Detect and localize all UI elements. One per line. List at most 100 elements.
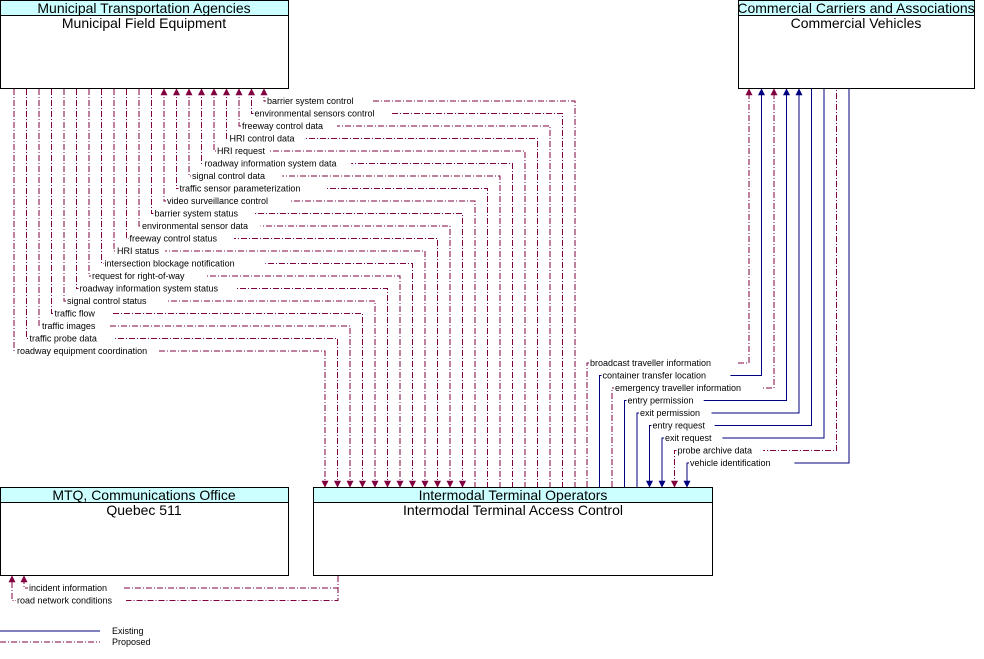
flow-line-environmental-sensor-data[interactable] [138,89,454,488]
flow-label-probe-archive-data: probe archive data [678,446,753,456]
flow-label-entry-permission: entry permission [628,396,694,406]
flow-label-hri-status: HRI status [117,246,160,256]
flow-label-bg-request-for-right-of-way [91,271,206,281]
box-name-mtq: Quebec 511 [106,502,181,518]
flow-label-video-surveillance-control: video surveillance control [167,196,268,206]
box-header-municipal: Municipal Transportation Agencies [37,0,250,16]
flow-label-traffic-sensor-parameterization: traffic sensor parameterization [180,184,301,194]
flow-label-bg-freeway-control-data [241,121,337,131]
flow-line-exit-request[interactable] [658,89,825,488]
flow-label-environmental-sensor-data: environmental sensor data [142,221,248,231]
flow-label-bg-vehicle-identification [689,458,795,468]
flow-label-bg-signal-control-data [191,171,283,181]
box-commercial-vehicles[interactable]: Commercial Carriers and Associations Com… [737,0,975,89]
flow-line-entry-request[interactable] [646,89,812,488]
flow-label-bg-hri-status [116,246,165,256]
flow-label-bg-roadway-information-system-data [203,158,352,169]
flow-line-entry-permission[interactable] [624,88,790,487]
flow-label-bg-traffic-images [41,321,109,331]
flow-label-roadway-equipment-coordination: roadway equipment coordination [17,346,147,356]
flow-label-bg-barrier-system-control [266,96,372,106]
flow-line-roadway-equipment-coordination[interactable] [13,89,329,488]
flow-line-signal-control-data[interactable] [185,88,501,487]
flow-label-emergency-traveller-information: emergency traveller information [615,383,741,393]
box-name-municipal: Municipal Field Equipment [62,15,226,31]
flow-line-road-network-conditions[interactable] [8,575,339,601]
flow-line-video-surveillance-control[interactable] [160,88,476,487]
flow-label-bg-entry-request [651,420,715,431]
flow-label-roadway-information-system-status: roadway information system status [80,284,219,294]
flow-label-request-for-right-of-way: request for right-of-way [92,271,185,281]
flow-line-broadcast-traveller-information[interactable] [586,88,753,487]
flow-label-traffic-flow: traffic flow [55,309,96,319]
legend-existing-label: Existing [112,626,144,636]
legend-proposed-label: Proposed [112,637,151,647]
flow-label-barrier-system-control: barrier system control [267,96,354,106]
flow-line-barrier-system-control[interactable] [260,88,576,487]
flow-label-bg-environmental-sensors-control [253,108,392,119]
legend: Existing Proposed [0,626,151,647]
flow-label-hri-control-data: HRI control data [230,134,295,144]
flow-label-entry-request: entry request [653,421,706,431]
flow-label-bg-road-network-conditions [16,595,127,606]
flow-line-barrier-system-status[interactable] [151,89,466,488]
flow-line-traffic-probe-data[interactable] [26,89,341,488]
flow-label-bg-container-transfer-location [601,370,731,381]
flow-label-barrier-system-status: barrier system status [155,209,239,219]
flows-layer: barrier system control environmental sens… [8,88,850,606]
flow-label-broadcast-traveller-information: broadcast traveller information [590,358,711,368]
flow-label-bg-emergency-traveller-information [614,383,762,393]
flow-label-vehicle-identification: vehicle identification [690,458,771,468]
flow-line-traffic-sensor-parameterization[interactable] [173,88,488,487]
flow-label-bg-hri-request [216,146,270,156]
flow-label-bg-signal-control-status [66,296,167,306]
flow-label-freeway-control-data: freeway control data [242,121,323,131]
flow-label-bg-probe-archive-data [676,445,764,456]
box-header-commercial: Commercial Carriers and Associations [737,0,974,16]
box-municipal-field-equipment[interactable]: Municipal Transportation Agencies Munici… [0,0,289,89]
flow-label-environmental-sensors-control: environmental sensors control [255,109,375,119]
flow-label-bg-traffic-probe-data [28,333,116,344]
flow-label-bg-exit-permission [639,408,712,418]
flow-line-traffic-images[interactable] [38,89,354,488]
flow-label-hri-request: HRI request [217,146,266,156]
flow-label-bg-traffic-flow [53,308,112,319]
flow-line-environmental-sensors-control[interactable] [248,88,563,487]
flow-label-signal-control-data: signal control data [192,171,265,181]
flow-label-bg-broadcast-traveller-information [589,358,737,368]
box-name-intermodal: Intermodal Terminal Access Control [403,502,623,518]
flow-label-freeway-control-status: freeway control status [130,234,218,244]
flow-label-bg-barrier-system-status [153,208,255,219]
flow-label-signal-control-status: signal control status [67,296,147,306]
flow-label-bg-roadway-equipment-coordination [16,346,159,356]
flow-line-roadway-information-system-data[interactable] [198,88,513,487]
box-quebec-511[interactable]: MTQ, Communications Office Quebec 511 [0,487,289,576]
flow-label-bg-video-surveillance-control [166,196,291,206]
flow-label-bg-entry-permission [626,395,704,406]
flow-line-exit-permission[interactable] [636,88,803,487]
flow-label-container-transfer-location: container transfer location [603,371,707,381]
flow-label-intersection-blockage-notification: intersection blockage notification [105,259,235,269]
flow-line-request-for-right-of-way[interactable] [88,89,404,488]
flow-label-bg-traffic-sensor-parameterization [178,183,327,194]
flow-line-freeway-control-data[interactable] [235,88,551,487]
flow-label-bg-intersection-blockage-notification [103,258,266,269]
flow-label-roadway-information-system-data: roadway information system data [205,159,337,169]
flow-label-bg-hri-control-data [228,133,306,144]
flow-line-hri-request[interactable] [210,88,526,487]
flow-label-bg-freeway-control-status [128,233,234,244]
flow-label-incident-information: incident information [29,583,107,593]
flow-label-bg-roadway-information-system-status [78,283,236,294]
flow-label-exit-request: exit request [665,433,712,443]
flow-line-traffic-flow[interactable] [51,89,366,488]
flow-line-hri-status[interactable] [113,89,429,488]
flow-line-hri-control-data[interactable] [223,88,538,487]
flow-label-exit-permission: exit permission [640,408,700,418]
box-intermodal-terminal-access-control[interactable]: Intermodal Terminal Operators Intermodal… [313,487,713,576]
box-header-mtq: MTQ, Communications Office [52,487,236,503]
flow-line-probe-archive-data[interactable] [671,89,837,488]
flow-line-signal-control-status[interactable] [63,89,379,488]
flow-label-bg-incident-information [28,583,124,593]
flow-line-freeway-control-status[interactable] [126,89,441,488]
